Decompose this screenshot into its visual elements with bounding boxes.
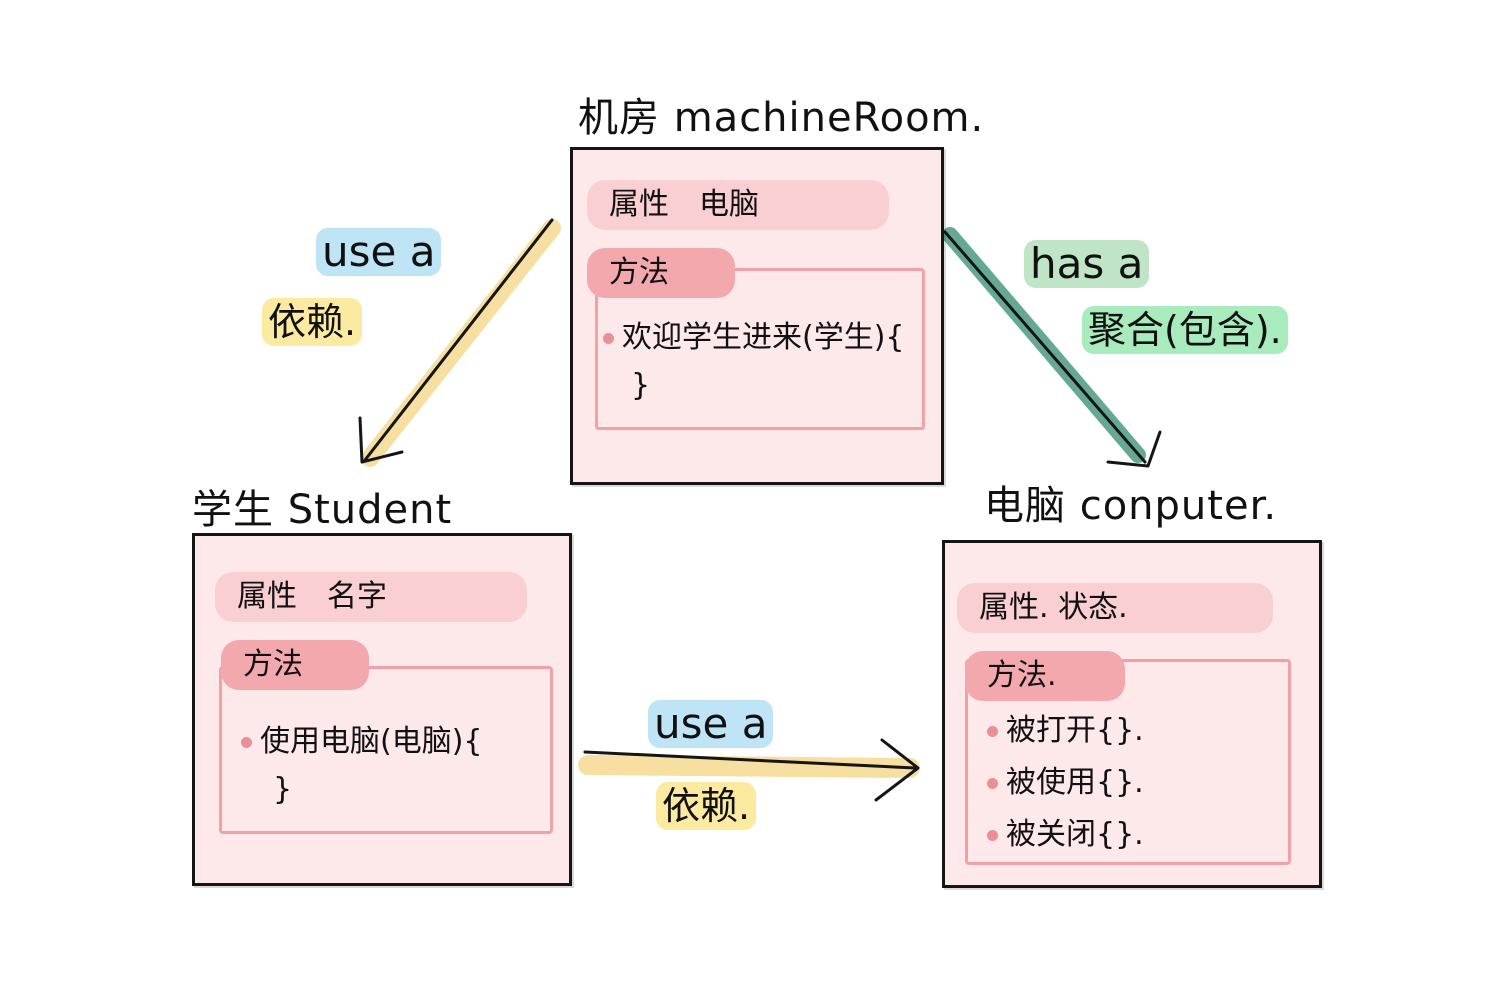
machine-room-method-label: 方法 xyxy=(587,248,735,298)
computer-attribute: 属性. 状态. xyxy=(957,583,1273,633)
bullet-dot xyxy=(603,333,614,344)
computer-method-row: 被使用{}. xyxy=(987,763,1144,803)
student-title: 学生 Student xyxy=(192,487,453,533)
dependency-arrow-room-to-student xyxy=(361,219,561,467)
computer-method-label: 方法. xyxy=(965,651,1125,701)
student-attribute: 属性 名字 xyxy=(215,572,527,622)
aggregation-arrow-room-to-computer-head xyxy=(1106,430,1162,468)
machine-room-method-frame xyxy=(595,268,925,430)
student-method-row: 使用电脑(电脑){ xyxy=(241,722,483,762)
student-closing-brace: } xyxy=(273,772,293,807)
machine-room-class-box: 属性 电脑 方法 欢迎学生进来(学生){ } xyxy=(570,147,944,485)
computer-method-frame xyxy=(965,659,1291,865)
computer-method-text: 被使用{}. xyxy=(1006,765,1144,800)
relation-label-use: use a xyxy=(648,700,774,748)
bullet-dot xyxy=(987,778,998,789)
machine-room-closing-brace: } xyxy=(631,368,651,403)
bullet-dot xyxy=(241,737,252,748)
student-method-frame xyxy=(219,666,553,834)
relation-label-aggregation: 聚合(包含). xyxy=(1082,306,1288,354)
dependency-arrow-room-to-student-head xyxy=(358,416,404,464)
bullet-dot xyxy=(987,726,998,737)
computer-method-text: 被打开{}. xyxy=(1006,713,1144,748)
relation-label-use: use a xyxy=(316,228,442,276)
computer-class-box: 属性. 状态. 方法. 被打开{}. 被使用{}. 被关闭{}. xyxy=(942,540,1322,888)
machine-room-method-row: 欢迎学生进来(学生){ xyxy=(603,318,905,358)
computer-title: 电脑 conputer. xyxy=(984,483,1278,529)
dependency-arrow-student-to-computer-head xyxy=(874,738,920,802)
relation-label-dependency: 依赖. xyxy=(656,782,757,830)
computer-method-text: 被关闭{}. xyxy=(1006,817,1144,852)
aggregation-arrow-room-to-computer-line xyxy=(943,230,1147,464)
student-class-box: 属性 名字 方法 使用电脑(电脑){ } xyxy=(192,533,572,886)
relation-label-has: has a xyxy=(1024,240,1150,288)
machine-room-method-text: 欢迎学生进来(学生){ xyxy=(622,320,905,355)
computer-method-row: 被关闭{}. xyxy=(987,815,1144,855)
dependency-arrow-room-to-student-line xyxy=(363,218,554,462)
dependency-arrow-student-to-computer-line xyxy=(583,750,917,770)
dependency-arrow-student-to-computer xyxy=(578,755,920,778)
machine-room-attribute: 属性 电脑 xyxy=(587,180,889,230)
machine-room-title: 机房 machineRoom. xyxy=(578,95,985,141)
student-method-label: 方法 xyxy=(221,640,369,690)
student-method-text: 使用电脑(电脑){ xyxy=(260,724,483,759)
relation-label-dependency: 依赖. xyxy=(262,298,363,346)
computer-method-row: 被打开{}. xyxy=(987,711,1144,751)
bullet-dot xyxy=(987,830,998,841)
